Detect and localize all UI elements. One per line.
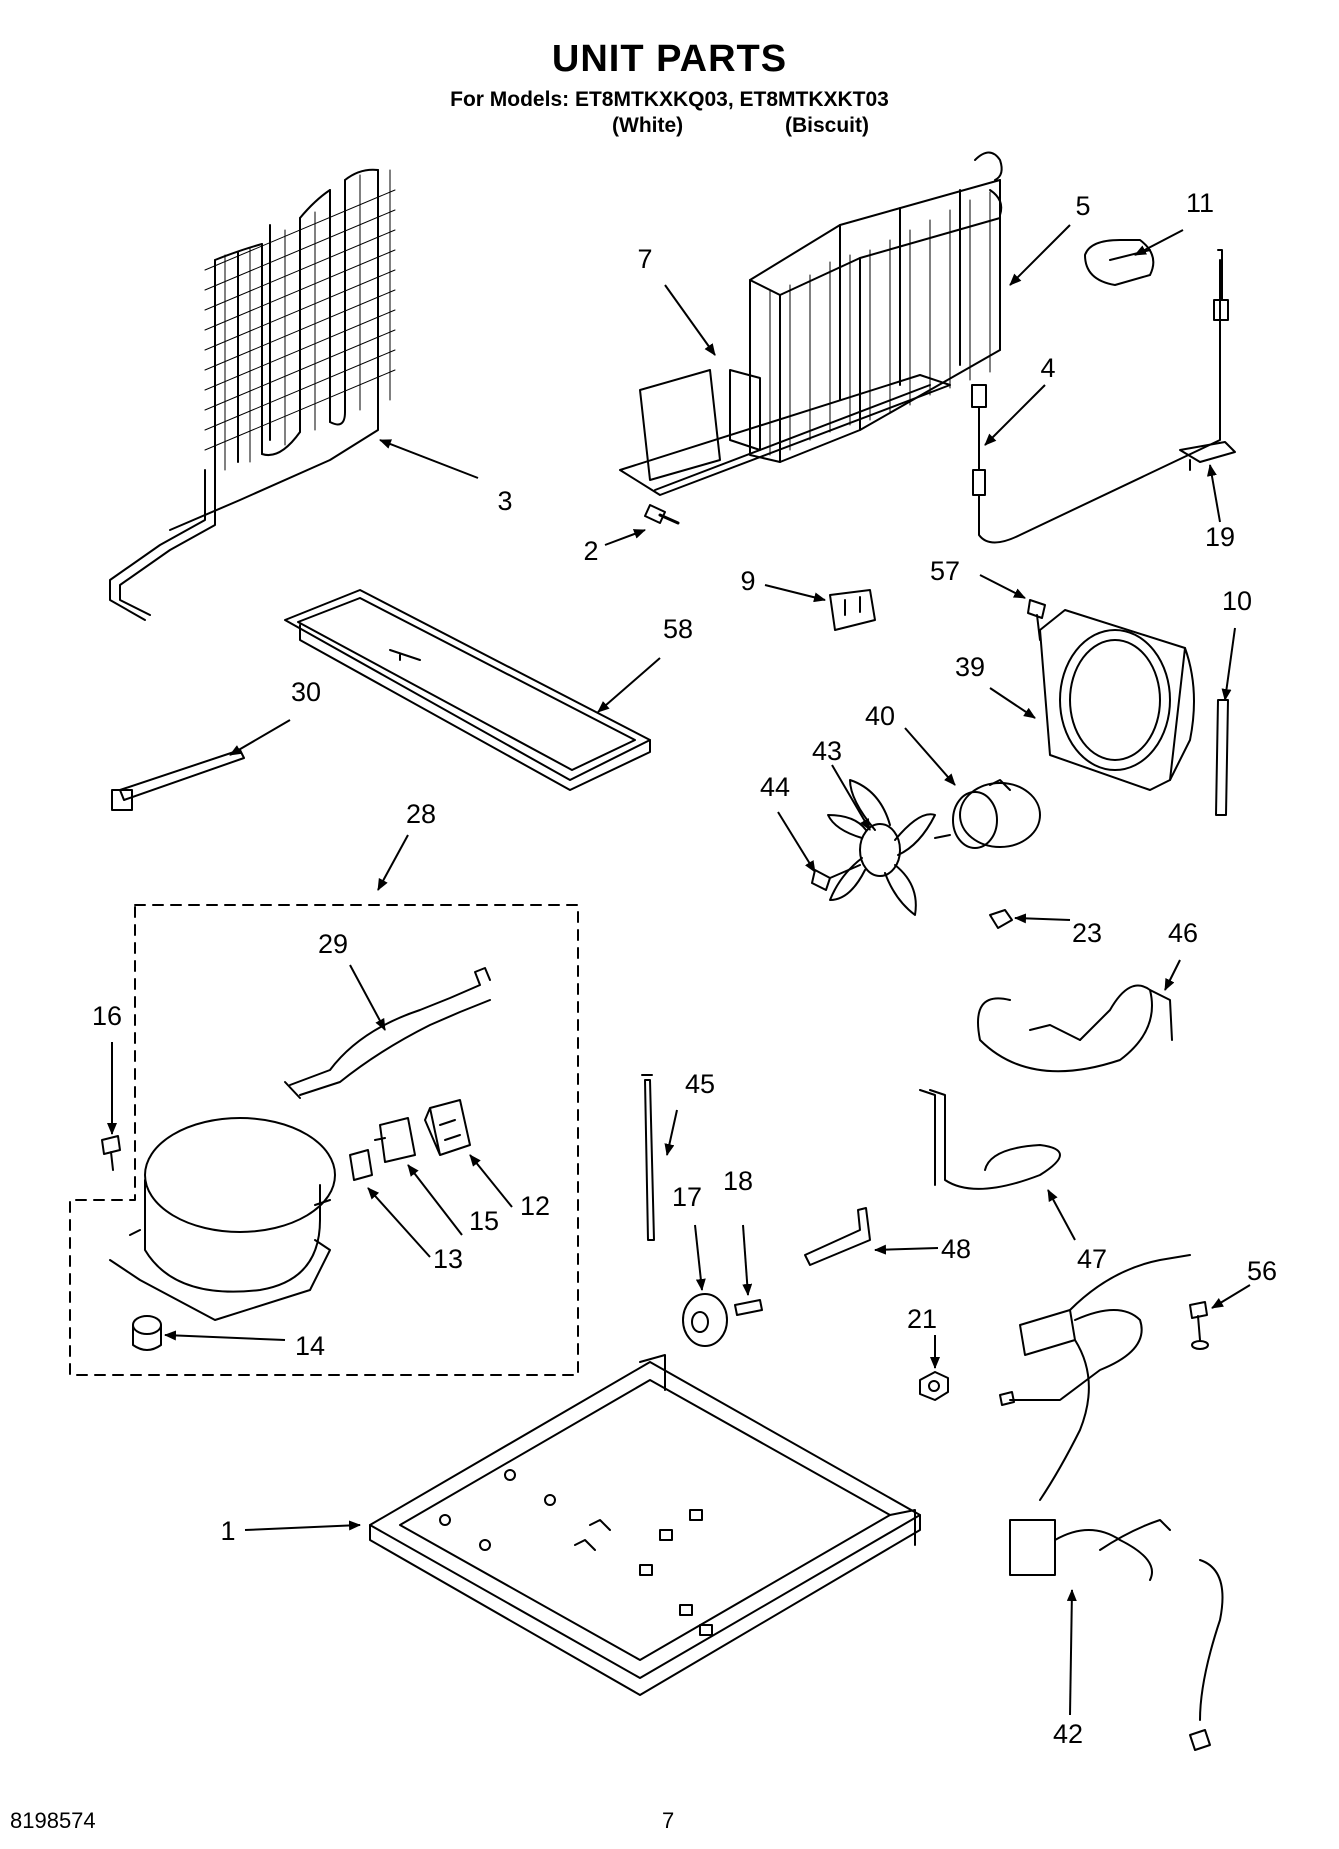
callout-57: 57 [930, 556, 960, 586]
bracket-9 [829, 589, 876, 631]
nut-21 [919, 1371, 949, 1401]
variant-biscuit: (Biscuit) [785, 114, 869, 137]
roller-17 [682, 1293, 728, 1347]
compressor [109, 1117, 336, 1321]
compressor-kit-outline [69, 904, 579, 1376]
drain-pan [284, 589, 651, 791]
callout-42: 42 [1053, 1719, 1083, 1749]
callout-5: 5 [1075, 191, 1090, 221]
callout-3: 3 [497, 486, 512, 516]
callout-12: 12 [520, 1191, 550, 1221]
fan-shroud [1039, 609, 1195, 791]
overload-15 [374, 1117, 416, 1163]
page-number: 7 [662, 1808, 675, 1833]
thermostat-cover [1084, 239, 1155, 286]
variant-white: (White) [612, 114, 684, 137]
callout-9: 9 [740, 566, 755, 596]
callout-56: 56 [1247, 1256, 1277, 1286]
callout-17: 17 [672, 1182, 702, 1212]
screw-57 [1027, 599, 1046, 641]
callout-7: 7 [637, 244, 652, 274]
base-tray [369, 1354, 921, 1696]
screw-18 [734, 1299, 763, 1316]
screw-2 [644, 504, 680, 525]
evaporator-coil [619, 151, 1003, 496]
callout-18: 18 [723, 1166, 753, 1196]
screw-56 [1189, 1301, 1209, 1350]
callout-10: 10 [1222, 586, 1252, 616]
relay-12 [424, 1099, 471, 1156]
filter-drier [284, 967, 491, 1099]
callout-29: 29 [318, 929, 348, 959]
condenser-coil [109, 168, 396, 621]
callout-2: 2 [583, 536, 598, 566]
fan-blade [827, 779, 936, 916]
callout-11: 11 [1186, 188, 1214, 218]
bolt-16 [101, 1135, 121, 1171]
callout-28: 28 [406, 799, 436, 829]
wire-harness [999, 1254, 1224, 1751]
leader-lines [107, 224, 1251, 1716]
nut-23 [989, 909, 1013, 929]
tube-46 [977, 984, 1173, 1073]
callout-43: 43 [812, 736, 842, 766]
callout-45: 45 [685, 1069, 715, 1099]
clip-19 [1179, 441, 1236, 471]
callout-21: 21 [907, 1304, 937, 1334]
tube-47 [919, 1089, 1061, 1190]
tube-48 [804, 1207, 871, 1266]
fan-motor [934, 779, 1041, 849]
callout-30: 30 [291, 677, 321, 707]
terminal-13 [349, 1149, 373, 1181]
defrost-heater-wire [971, 249, 1229, 544]
callout-58: 58 [663, 614, 693, 644]
callout-4: 4 [1040, 353, 1055, 383]
callout-14: 14 [295, 1331, 325, 1361]
callout-13: 13 [433, 1244, 463, 1274]
callout-15: 15 [469, 1206, 499, 1236]
fan-clip [811, 864, 861, 891]
grommet-14 [132, 1315, 162, 1351]
models-line: For Models: ET8MTKXKQ03, ET8MTKXKT03 [450, 88, 889, 111]
gasket-strip [1215, 699, 1229, 816]
callout-labels: 1 2 3 4 5 7 9 10 11 12 13 14 15 16 17 18… [92, 188, 1277, 1749]
callout-46: 46 [1168, 918, 1198, 948]
callout-19: 19 [1205, 522, 1235, 552]
callout-39: 39 [955, 652, 985, 682]
callout-1: 1 [220, 1516, 235, 1546]
callout-40: 40 [865, 701, 895, 731]
document-number: 8198574 [10, 1808, 96, 1833]
wire-tie [111, 749, 245, 811]
callout-16: 16 [92, 1001, 122, 1031]
callout-47: 47 [1077, 1244, 1107, 1274]
callout-23: 23 [1072, 918, 1102, 948]
page-title: UNIT PARTS [551, 38, 788, 80]
callout-48: 48 [941, 1234, 971, 1264]
callout-44: 44 [760, 772, 790, 802]
pin-45 [641, 1074, 655, 1241]
